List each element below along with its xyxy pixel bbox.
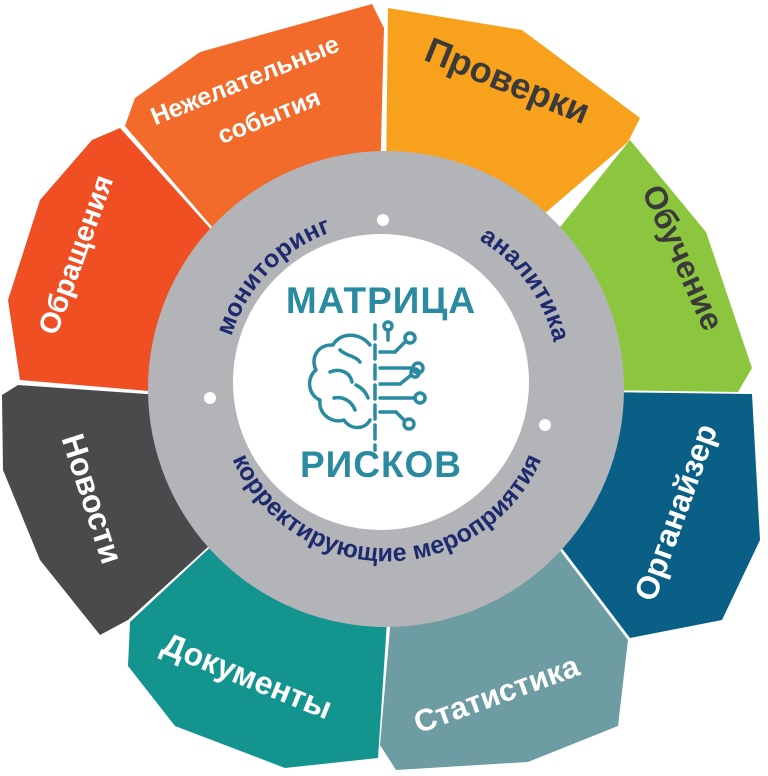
segment-statistika[interactable]: Статистика <box>380 524 628 770</box>
brain-left-half <box>307 333 372 430</box>
center-title-line1: МАТРИЦА <box>286 280 476 321</box>
circuit-right-half <box>378 320 427 431</box>
segment-statistika-shape <box>380 524 628 770</box>
center-title-line2: РИСКОВ <box>300 444 462 485</box>
brain-circuit-icon <box>307 320 427 452</box>
ring-dot-left <box>204 392 216 404</box>
ring-dot-top <box>377 214 389 226</box>
ring-dot-right <box>539 419 551 431</box>
center-circle <box>233 234 529 530</box>
